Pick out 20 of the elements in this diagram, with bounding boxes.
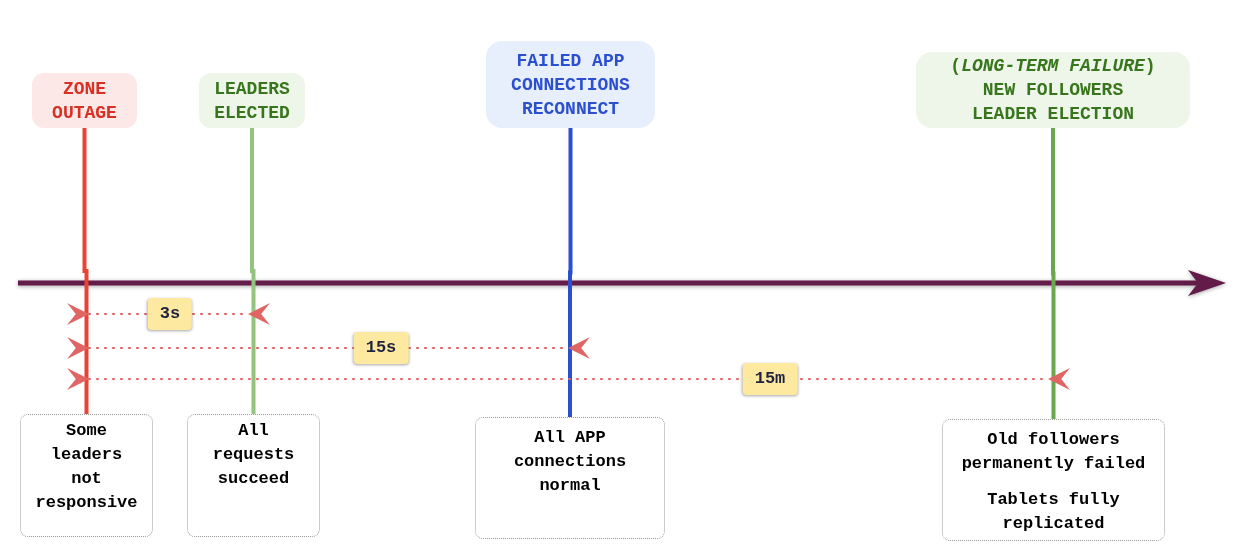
event-label-box (199, 73, 305, 128)
duration-label: 3s (147, 298, 193, 330)
outcome-text: All APP connections normal (512, 427, 628, 497)
event-title: FAILED APP CONNECTIONS RECONNECT (510, 49, 631, 121)
timeline-marker-line (82, 128, 89, 414)
outcome-text: Tablets fully replicated (986, 489, 1121, 535)
duration-label: 15s (353, 332, 409, 364)
event-title: ZONE OUTAGE (51, 77, 118, 125)
timeline-marker-line (568, 128, 573, 417)
event-title: (LONG-TERM FAILURE) NEW FOLLOWERS LEADER ELECTION (949, 55, 1157, 126)
event-title: LEADERS ELECTED (213, 77, 291, 125)
event-label-box (916, 52, 1190, 128)
outcome-text: All requests succeed (211, 420, 296, 490)
timeline-marker-line (250, 128, 256, 414)
timeline-marker-line (1051, 128, 1056, 419)
event-label-box (32, 73, 137, 128)
event-label-box (486, 41, 655, 128)
outcome-text: Old followers permanently failed (960, 429, 1147, 475)
outcome-text: Some leaders not responsive (34, 420, 139, 514)
duration-label: 15m (742, 363, 798, 395)
